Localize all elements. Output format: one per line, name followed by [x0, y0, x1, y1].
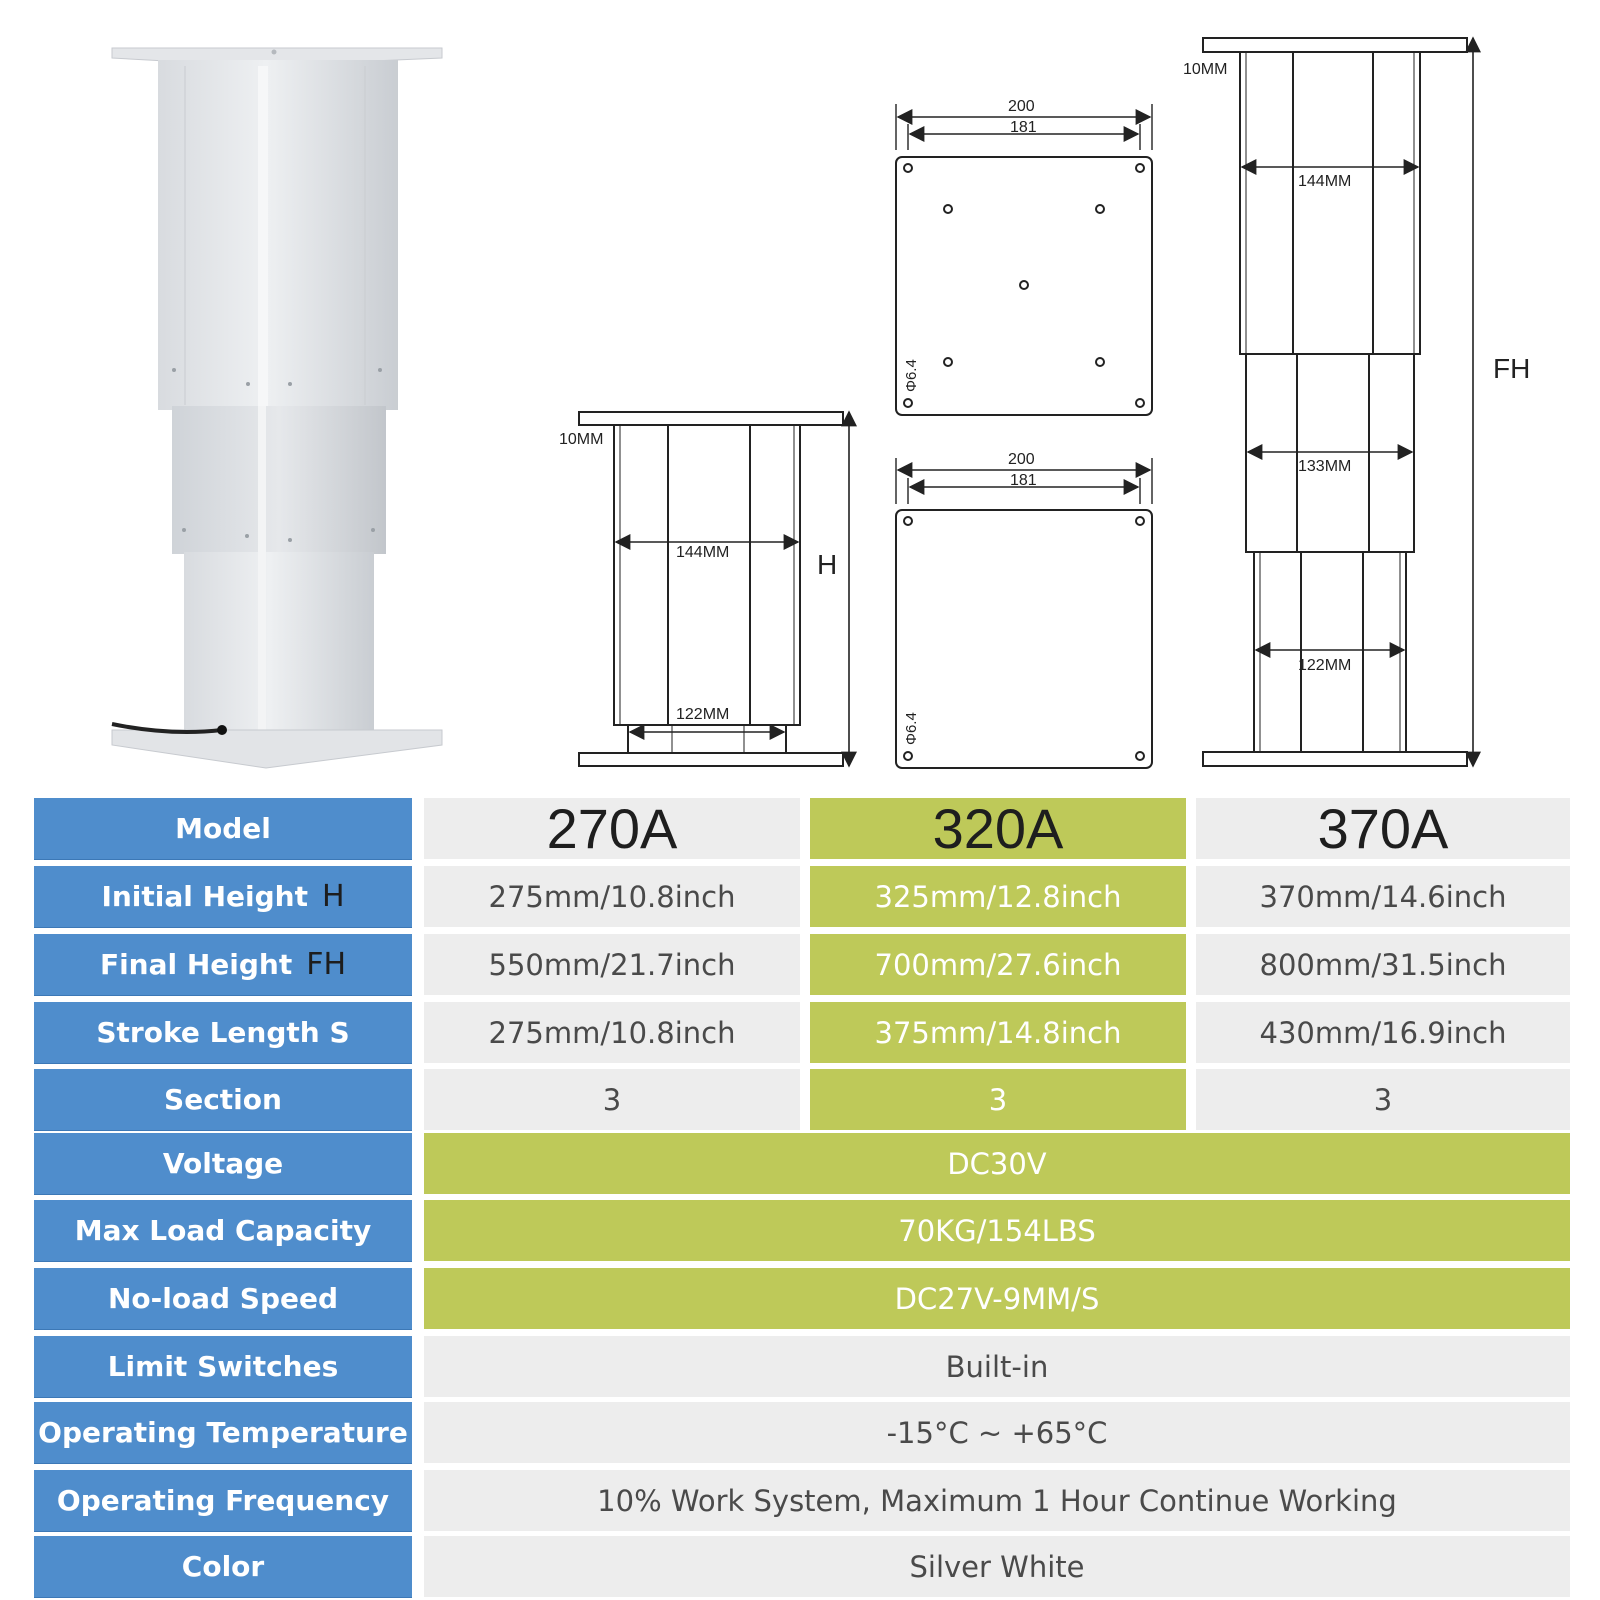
lifting-column-photo: [111, 47, 443, 769]
row-label: Operating Frequency: [34, 1470, 412, 1531]
front-small-lower-width-label: 122MM: [676, 706, 729, 723]
plate-top-view-1: [895, 104, 1153, 416]
plate2-hole-diameter-label: Φ6.4: [903, 712, 920, 745]
row-label: Stroke Length S: [34, 1002, 412, 1063]
row-label: Section: [34, 1069, 412, 1130]
plate1-hole-spacing-label: 181: [1010, 119, 1037, 136]
table-row-no-load-speed: No-load Speed DC27V-9MM/S: [34, 1268, 1570, 1329]
table-cell: Silver White: [424, 1536, 1570, 1597]
front-view-extended: [1202, 36, 1481, 768]
front-small-upper-width-label: 144MM: [676, 544, 729, 561]
model-320a-cell: 320A: [810, 797, 1186, 860]
table-row-max-load: Max Load Capacity 70KG/154LBS: [34, 1200, 1570, 1261]
table-cell: 550mm/21.7inch: [424, 934, 800, 995]
product-illustration: 10MM 144MM 122MM H 200 181 Φ6.4 200 181 …: [111, 36, 1530, 769]
table-cell: DC30V: [424, 1133, 1570, 1194]
table-row-operating-frequency: Operating Frequency 10% Work System, Max…: [34, 1470, 1570, 1531]
row-label: Max Load Capacity: [34, 1200, 412, 1261]
table-row-stroke-length: Stroke Length S 275mm/10.8inch 375mm/14.…: [34, 1002, 1570, 1063]
table-row-color: Color Silver White: [34, 1536, 1570, 1597]
table-cell: 430mm/16.9inch: [1196, 1002, 1570, 1063]
table-cell: 3: [424, 1069, 800, 1130]
front-extended-top-plate-label: 10MM: [1183, 61, 1227, 78]
front-extended-upper-width-label: 144MM: [1298, 173, 1351, 190]
front-extended-lower-width-label: 122MM: [1298, 657, 1351, 674]
table-cell: 325mm/12.8inch: [810, 866, 1186, 927]
table-cell: 3: [1196, 1069, 1570, 1130]
table-cell: 800mm/31.5inch: [1196, 934, 1570, 995]
model-370a-cell: 370A: [1196, 797, 1570, 860]
front-extended-middle-width-label: 133MM: [1298, 458, 1351, 475]
plate2-outer-width-label: 200: [1008, 451, 1035, 468]
plate1-outer-width-label: 200: [1008, 98, 1035, 115]
table-cell: Built-in: [424, 1336, 1570, 1397]
table-row-voltage: Voltage DC30V: [34, 1133, 1570, 1194]
row-label: Limit Switches: [34, 1336, 412, 1397]
table-cell: 3: [810, 1069, 1186, 1130]
table-row-limit-switches: Limit Switches Built-in: [34, 1336, 1570, 1397]
plate-top-view-2: [895, 458, 1153, 769]
plate2-hole-spacing-label: 181: [1010, 472, 1037, 489]
table-cell: 275mm/10.8inch: [424, 1002, 800, 1063]
row-label: Voltage: [34, 1133, 412, 1194]
model-270a-cell: 270A: [424, 797, 800, 860]
table-row-section: Section 3 3 3: [34, 1069, 1570, 1130]
table-cell: 375mm/14.8inch: [810, 1002, 1186, 1063]
table-row-operating-temperature: Operating Temperature -15°C ~ +65°C: [34, 1402, 1570, 1463]
plate1-hole-diameter-label: Φ6.4: [903, 359, 920, 392]
table-cell: -15°C ~ +65°C: [424, 1402, 1570, 1463]
row-label: Model: [34, 798, 412, 859]
table-cell: 10% Work System, Maximum 1 Hour Continue…: [424, 1470, 1570, 1531]
row-label: Operating Temperature: [34, 1402, 412, 1463]
table-cell: DC27V-9MM/S: [424, 1268, 1570, 1329]
row-label: No-load Speed: [34, 1268, 412, 1329]
table-cell: 700mm/27.6inch: [810, 934, 1186, 995]
table-cell: 370mm/14.6inch: [1196, 866, 1570, 927]
front-extended-height-label: FH: [1493, 353, 1530, 384]
front-view-retracted: [578, 410, 857, 768]
front-small-height-label: H: [817, 549, 837, 580]
table-cell: 70KG/154LBS: [424, 1200, 1570, 1261]
table-cell: 275mm/10.8inch: [424, 866, 800, 927]
row-label: Color: [34, 1536, 412, 1597]
front-small-top-plate-label: 10MM: [559, 431, 603, 448]
table-row-model: Model 270A 320A 370A: [34, 797, 1570, 860]
